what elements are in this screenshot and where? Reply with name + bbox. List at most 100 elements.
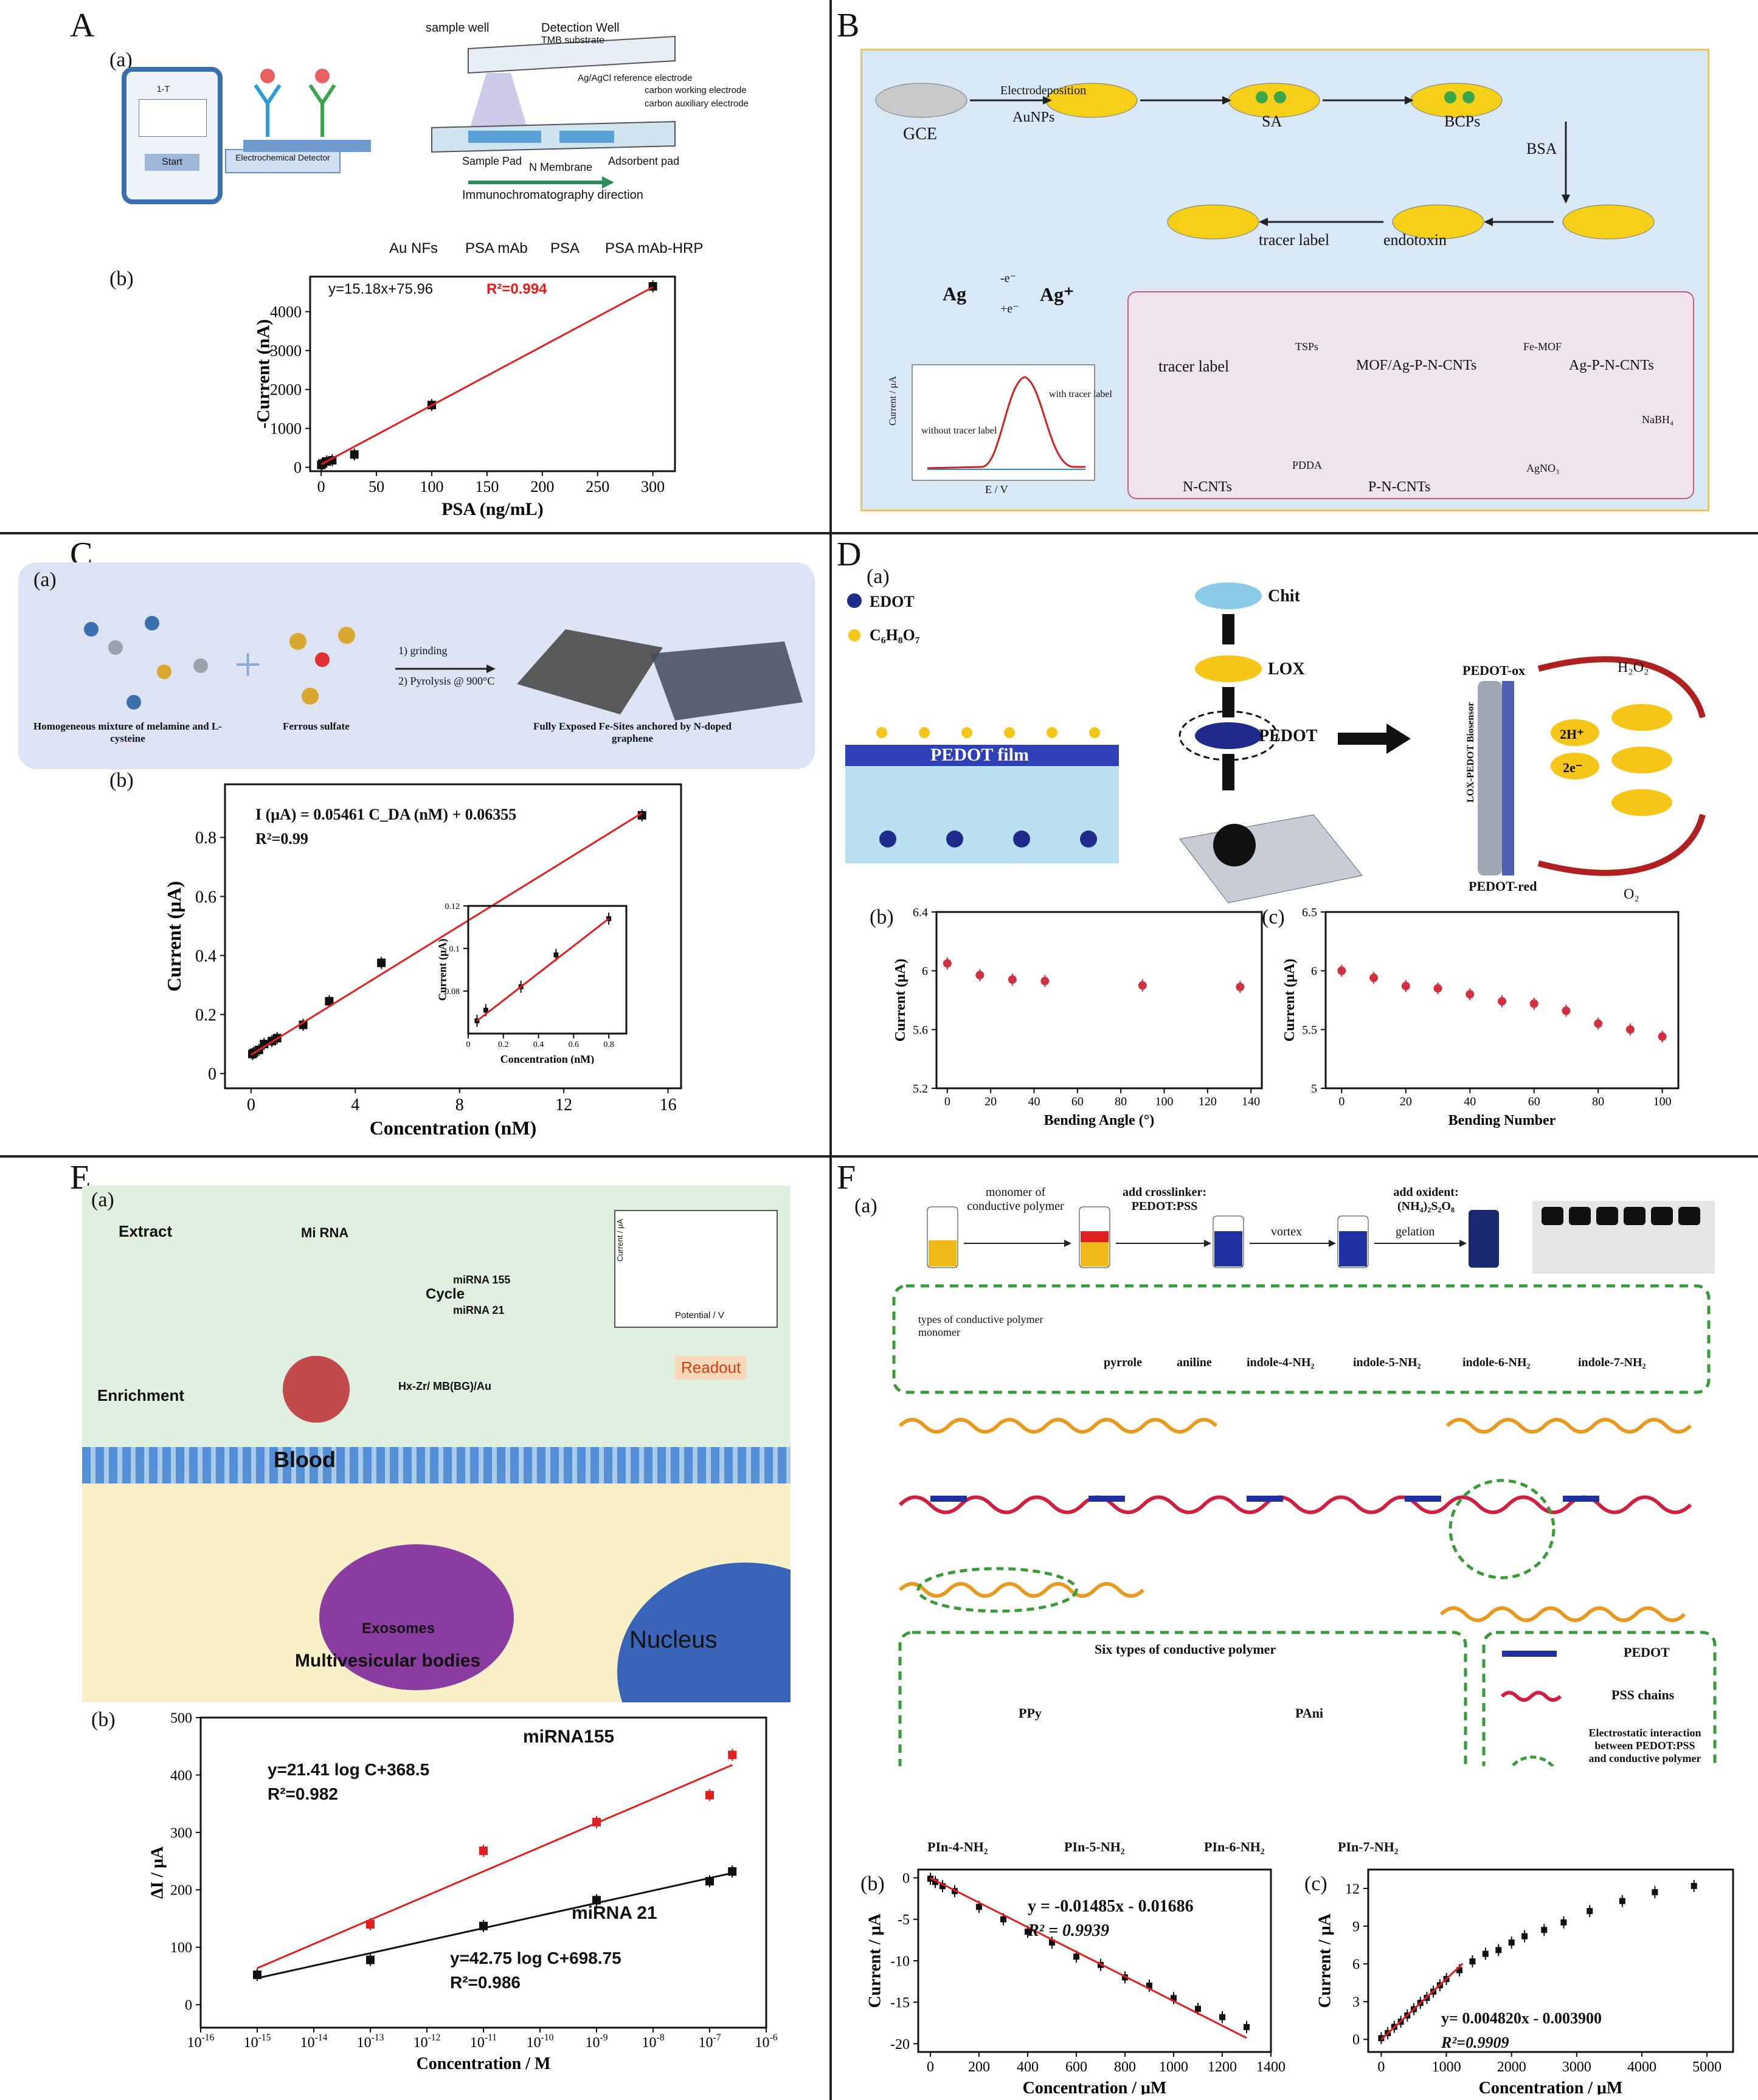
pedot-diagram [845, 582, 1706, 903]
label-enrichment: Enrichment [97, 1386, 185, 1404]
data-point [1529, 999, 1538, 1008]
data-point [1219, 2014, 1225, 2020]
fit-line [320, 286, 654, 466]
r2-f-b: R² = 0.9939 [1028, 1921, 1110, 1940]
label-e-v: E / V [985, 483, 1008, 496]
data-point [479, 1846, 488, 1856]
label-hx-zr: Hx-Zr/ MB(BG)/Au [398, 1380, 491, 1392]
y-tick-label: 1000 [270, 420, 302, 438]
monomer-indole5: indole-5-NH₂ [1353, 1356, 1421, 1369]
label-nucleus: Nucleus [629, 1626, 718, 1653]
label-chit: Chit [1268, 587, 1300, 606]
sub-letter-b: (b) [91, 1708, 116, 1731]
x-tick-label: 10-8 [642, 2033, 665, 2051]
step-monomer: monomer of conductive polymer [967, 1186, 1064, 1213]
equation-e2: y=42.75 log C+698.75 [450, 1949, 621, 1967]
r2-f-c: R²=0.9909 [1441, 2034, 1509, 2051]
fit-line [257, 1764, 733, 1969]
x-axis-label: Concentration / M [417, 2054, 551, 2073]
fit-line [257, 1872, 733, 1980]
x-tick-label: 80 [1592, 1095, 1604, 1108]
label-blood: Blood [274, 1447, 336, 1472]
fit-line [930, 1877, 1247, 2039]
data-point [553, 952, 559, 958]
data-point [1562, 1006, 1571, 1015]
fit-line [476, 917, 610, 1022]
y-axis-label: Current (μA) [163, 881, 185, 992]
panel-a: A (a) 1-T Start Electrochemical Detector… [0, 0, 827, 530]
label-immuno-direction: Immunochromatography direction [462, 188, 643, 202]
y-tick-label: 4000 [270, 303, 302, 321]
x-tick-label: 10-13 [357, 2033, 384, 2051]
data-point [479, 1921, 488, 1930]
hydrogel-process [892, 1201, 1717, 1766]
label-ag-pncnts: Ag-P-N-CNTs [1569, 357, 1654, 373]
label-without-tracer: without tracer label [921, 426, 997, 436]
phone-graph [139, 99, 207, 137]
x-tick-label: 0.2 [498, 1040, 509, 1049]
electrode-strip [243, 140, 371, 152]
x-tick-label: 0.8 [603, 1040, 614, 1049]
label-plus-e: +e⁻ [1000, 302, 1019, 316]
label-endotoxin: endotoxin [1383, 231, 1447, 249]
y-axis-label: Current (μA) [1282, 959, 1298, 1041]
label-adsorbent-pad: Adsorbent pad [608, 155, 680, 167]
data-point [1000, 1916, 1006, 1922]
label-extract: Extract [119, 1222, 173, 1240]
label-aunps: AuNPs [1012, 109, 1055, 125]
r2-e2: R²=0.986 [450, 1973, 521, 1992]
label-tracer: tracer label [1259, 231, 1330, 249]
polymer-title: Six types of conductive polymer [1095, 1642, 1276, 1657]
data-point [637, 810, 646, 820]
data-point [1456, 1967, 1462, 1974]
equation-a: y=15.18x+75.96 [328, 281, 434, 297]
legend-box [1482, 1631, 1717, 1766]
x-tick-label: 10-14 [300, 2033, 328, 2051]
label-readout: Readout [675, 1356, 747, 1380]
data-point [1146, 1982, 1152, 1989]
label-ag: Ag [943, 283, 967, 305]
y-tick-label: 5.2 [913, 1082, 928, 1096]
start-button[interactable]: Start [145, 154, 199, 171]
x-tick-label: 0 [927, 2059, 934, 2075]
data-point [932, 1879, 938, 1885]
x-tick-label: 0 [1338, 1095, 1344, 1108]
legend-au-nfs: Au NFs [389, 240, 438, 257]
electrolyte [845, 766, 1119, 863]
x-tick-label: 12 [555, 1096, 572, 1114]
x-tick-label: 800 [1114, 2059, 1136, 2075]
x-tick-label: 50 [369, 478, 384, 496]
data-point [1594, 1019, 1603, 1028]
r2-e1: R²=0.982 [268, 1784, 338, 1803]
x-tick-label: 10-15 [244, 2033, 271, 2051]
y-tick-label: 5 [1311, 1082, 1317, 1096]
x-tick-label: 0.4 [533, 1040, 544, 1049]
data-point [1008, 975, 1017, 984]
data-point [592, 1896, 601, 1905]
label-detection-well: Detection Well [541, 21, 620, 35]
data-point [1691, 1882, 1697, 1889]
data-point [1236, 983, 1245, 992]
plot-frame [1367, 1868, 1734, 2053]
data-point [1625, 1025, 1635, 1034]
membrane [82, 1447, 791, 1483]
label-bcps: BCPs [1444, 112, 1481, 130]
y-tick-label: 3 [1352, 1995, 1360, 2011]
panel-letter: B [837, 7, 860, 44]
label-mirna21: miRNA 21 [453, 1304, 505, 1316]
label-gce: GCE [903, 125, 937, 143]
label-agno3: AgNO₃ [1526, 462, 1560, 474]
equation-f-b: y = -0.01485x - 0.01686 [1028, 1897, 1194, 1916]
y-axis-label: Current (μA) [437, 939, 449, 1001]
data-point [366, 1955, 375, 1964]
monomer-indole4: indole-4-NH₂ [1247, 1356, 1315, 1369]
x-tick-label: 2000 [1497, 2059, 1526, 2075]
x-tick-label: 250 [586, 478, 609, 496]
x-tick-label: 60 [1071, 1095, 1084, 1108]
x-tick-label: 10-11 [470, 2033, 497, 2051]
label-tmb: TMB substrate [541, 35, 605, 46]
data-point [592, 1817, 601, 1826]
data-point [1466, 990, 1475, 999]
x-tick-label: 400 [1017, 2059, 1039, 2075]
